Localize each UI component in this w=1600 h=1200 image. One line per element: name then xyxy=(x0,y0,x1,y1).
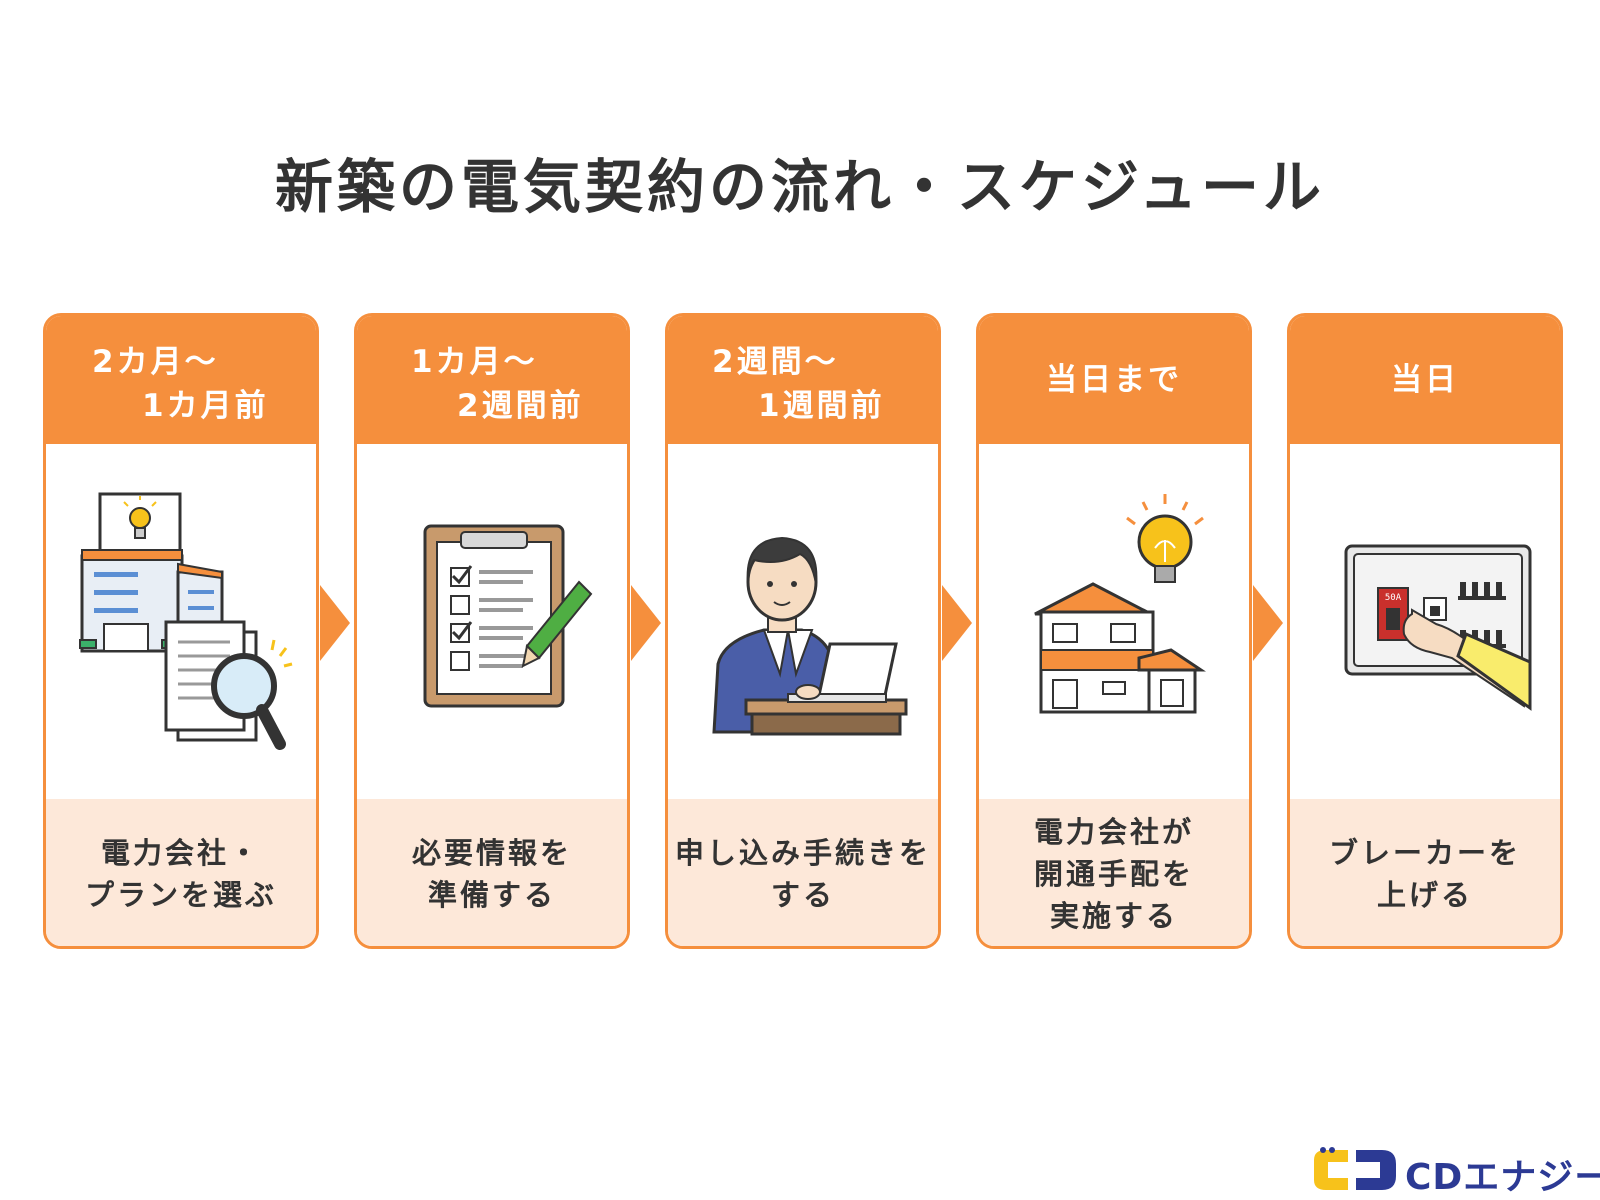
step-3-description-line-1: 申し込み手続きを xyxy=(674,836,931,870)
arrow-right-icon xyxy=(942,585,972,661)
step-4-header: 当日まで xyxy=(979,316,1249,444)
step-2-description: 必要情報を 準備する xyxy=(357,799,627,946)
step-1-header-line-1: 2カ月〜 xyxy=(92,344,219,380)
step-5-header: 当日 xyxy=(1290,316,1560,444)
breaker-label: 50A xyxy=(1385,593,1402,603)
step-3-header: 2週間〜 1週間前 xyxy=(668,316,938,444)
clipboard-checklist-pencil-icon xyxy=(423,524,593,708)
step-1-header: 2カ月〜 1カ月前 xyxy=(46,316,316,444)
step-4-description-line-2: 開通手配を xyxy=(1033,857,1194,891)
company-logo: CDエナジー xyxy=(1310,1146,1600,1198)
step-5-illustration: 50A xyxy=(1290,444,1560,799)
step-4-header-line-1: 当日まで xyxy=(1046,362,1182,398)
breaker-panel-hand-icon: 50A xyxy=(1344,544,1532,711)
step-1-illustration xyxy=(46,444,316,799)
person-laptop-icon xyxy=(712,536,908,736)
step-card-5: 当日 50A ブレーカーを 上げる xyxy=(1287,313,1563,949)
step-5-description-line-1: ブレーカーを xyxy=(1328,836,1521,870)
step-3-description: 申し込み手続きを する xyxy=(668,799,938,946)
step-3-illustration xyxy=(668,444,938,799)
step-card-2: 1カ月〜 2週間前 必要情報を 準備する xyxy=(354,313,630,949)
arrow-right-icon xyxy=(1253,585,1283,661)
step-3-header-line-1: 2週間〜 xyxy=(712,344,839,380)
step-5-description: ブレーカーを 上げる xyxy=(1290,799,1560,946)
step-1-description: 電力会社・ プランを選ぶ xyxy=(46,799,316,946)
step-3-description-line-2: する xyxy=(770,878,835,912)
step-2-header-line-1: 1カ月〜 xyxy=(411,344,538,380)
house-lightbulb-icon xyxy=(1034,494,1206,714)
step-4-description: 電力会社が 開通手配を 実施する xyxy=(979,799,1249,946)
step-card-3: 2週間〜 1週間前 申し込み手続きを する xyxy=(665,313,941,949)
step-2-header-line-2: 2週間前 xyxy=(457,388,584,424)
step-3-header-line-2: 1週間前 xyxy=(758,388,885,424)
logo-text: CDエナジー xyxy=(1405,1157,1600,1198)
step-4-description-line-1: 電力会社が xyxy=(1033,815,1194,849)
cd-logo-mark-icon xyxy=(1314,1147,1396,1190)
arrow-right-icon xyxy=(631,585,661,661)
page-title: 新築の電気契約の流れ・スケジュール xyxy=(275,153,1325,221)
step-2-header: 1カ月〜 2週間前 xyxy=(357,316,627,444)
step-5-header-line-1: 当日 xyxy=(1391,362,1459,398)
step-5-description-line-2: 上げる xyxy=(1376,878,1473,912)
step-2-description-line-2: 準備する xyxy=(427,878,556,912)
step-card-1: 2カ月〜 1カ月前 xyxy=(43,313,319,949)
step-4-description-line-3: 実施する xyxy=(1049,899,1178,933)
step-2-description-line-1: 必要情報を xyxy=(411,836,572,870)
step-1-description-line-1: 電力会社・ xyxy=(100,836,261,870)
step-1-description-line-2: プランを選ぶ xyxy=(84,878,277,912)
step-1-header-line-2: 1カ月前 xyxy=(142,388,269,424)
step-card-4: 当日まで 電力会社が 開通手配を 実施する xyxy=(976,313,1252,949)
step-2-illustration xyxy=(357,444,627,799)
arrow-right-icon xyxy=(320,585,350,661)
building-lightbulb-documents-magnifier-icon xyxy=(79,492,293,750)
step-4-illustration xyxy=(979,444,1249,799)
